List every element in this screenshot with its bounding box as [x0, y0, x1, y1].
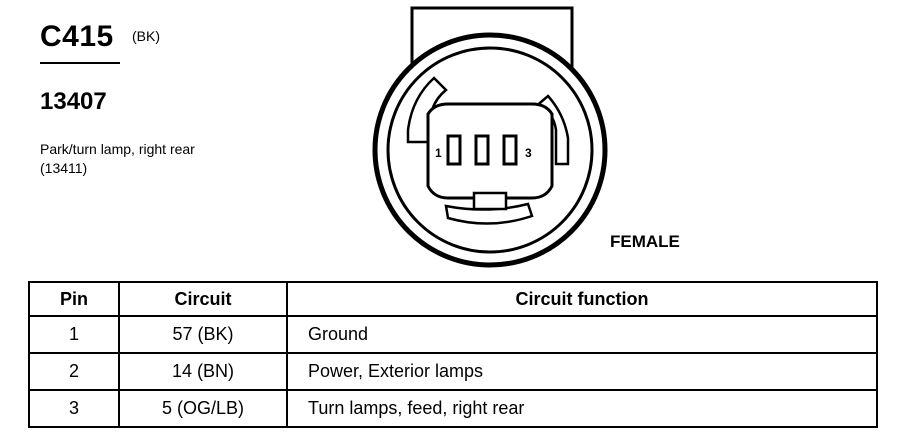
table-header-row: Pin Circuit Circuit function	[28, 281, 878, 317]
function-cell: Power, Exterior lamps	[286, 352, 878, 391]
pin-label-first: 1	[435, 146, 442, 160]
pin-cavity-3	[502, 134, 518, 166]
function-cell: Turn lamps, feed, right rear	[286, 389, 878, 428]
circuit-cell: 5 (OG/LB)	[118, 389, 288, 428]
key-notch	[472, 191, 508, 211]
connector-id: C415	[40, 20, 114, 53]
pin-cavity-1	[446, 134, 462, 166]
connector-gender: FEMALE	[610, 232, 680, 251]
connector-face-diagram: 1 3	[372, 6, 608, 268]
circuit-cell: 14 (BN)	[118, 352, 288, 391]
harness-outline	[410, 6, 574, 74]
pin-cavity-2	[474, 134, 490, 166]
table-row: 3 5 (OG/LB) Turn lamps, feed, right rear	[28, 389, 878, 428]
connector-id-underline	[40, 62, 120, 64]
table-row: 2 14 (BN) Power, Exterior lamps	[28, 352, 878, 391]
header-circuit: Circuit	[118, 281, 288, 317]
connector-inner-ring	[386, 46, 594, 254]
pin-label-last: 3	[525, 146, 532, 160]
table-row: 1 57 (BK) Ground	[28, 315, 878, 354]
connector-color-code: (BK)	[132, 28, 160, 44]
terminal-housing	[426, 102, 554, 200]
pin-cell: 1	[28, 315, 120, 354]
pinout-table: Pin Circuit Circuit function 1 57 (BK) G…	[28, 281, 878, 428]
pin-cell: 3	[28, 389, 120, 428]
function-cell: Ground	[286, 315, 878, 354]
part-number: 13407	[40, 88, 107, 115]
circuit-cell: 57 (BK)	[118, 315, 288, 354]
header-function: Circuit function	[286, 281, 878, 317]
pin-cell: 2	[28, 352, 120, 391]
header-pin: Pin	[28, 281, 120, 317]
connector-description: Park/turn lamp, right rear (13411)	[40, 141, 195, 176]
